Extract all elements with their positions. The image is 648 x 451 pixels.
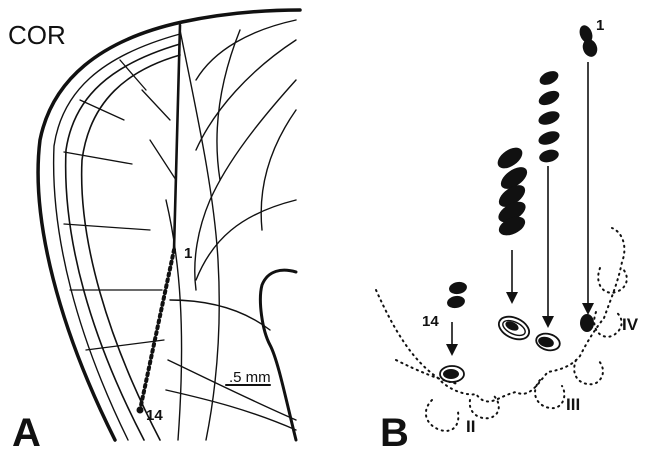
- layer-iv-label: IV: [622, 315, 639, 334]
- arrowhead: [542, 316, 554, 328]
- gyrus-contour: [180, 30, 219, 440]
- section-label: COR: [8, 20, 66, 50]
- cell-cluster-blob: [537, 129, 562, 148]
- radial-line: [142, 90, 170, 120]
- tissue-boundary-dotted: [574, 360, 603, 384]
- electrode-track-shaft: [174, 25, 180, 250]
- cortical-layer-line: [54, 34, 180, 440]
- radial-line: [80, 100, 124, 120]
- cortical-layer-line: [82, 55, 180, 440]
- cortical-layer-line: [66, 44, 180, 440]
- left-column-label: 14: [422, 313, 439, 330]
- scale-bar-label: .5 mm: [229, 369, 271, 386]
- panel-b: [376, 23, 627, 430]
- track-end-label: 14: [146, 407, 163, 424]
- target-cell: [580, 314, 594, 332]
- radial-line: [64, 224, 150, 230]
- tissue-boundary-dotted: [426, 400, 458, 431]
- cell-cluster-blob: [537, 109, 562, 128]
- gyrus-contour: [166, 390, 296, 430]
- cell-cluster-blob: [536, 88, 561, 108]
- cell-cluster-blob: [446, 295, 466, 310]
- tissue-boundary-dotted: [470, 396, 499, 418]
- top-column-label: 1: [596, 17, 604, 34]
- cell-cluster-blob: [537, 68, 560, 87]
- track-end-marker: [137, 407, 144, 414]
- cell-cluster-blob: [538, 148, 560, 165]
- radial-line: [120, 60, 146, 90]
- gyrus-contour: [196, 200, 296, 280]
- layer-ii-label: II: [466, 417, 475, 436]
- panel-a-letter: A: [12, 411, 41, 451]
- tissue-boundary-dotted: [535, 380, 564, 408]
- tissue-boundary-dotted: [598, 268, 627, 293]
- sulcus-outline: [260, 270, 296, 440]
- arrowhead: [582, 303, 594, 315]
- cell-cluster-blob: [448, 281, 468, 296]
- gyrus-contour: [170, 300, 270, 330]
- layer-iii-label: III: [566, 395, 580, 414]
- arrowhead: [506, 292, 518, 304]
- tissue-boundary-dotted: [594, 312, 621, 337]
- arrowhead: [446, 344, 458, 356]
- radial-line: [64, 152, 132, 164]
- electrode-track-dotted: [140, 250, 174, 410]
- panel-b-letter: B: [380, 411, 409, 451]
- target-cell: [443, 369, 459, 379]
- track-start-label: 1: [184, 245, 192, 262]
- gyrus-contour: [261, 110, 296, 230]
- radial-line: [150, 140, 176, 180]
